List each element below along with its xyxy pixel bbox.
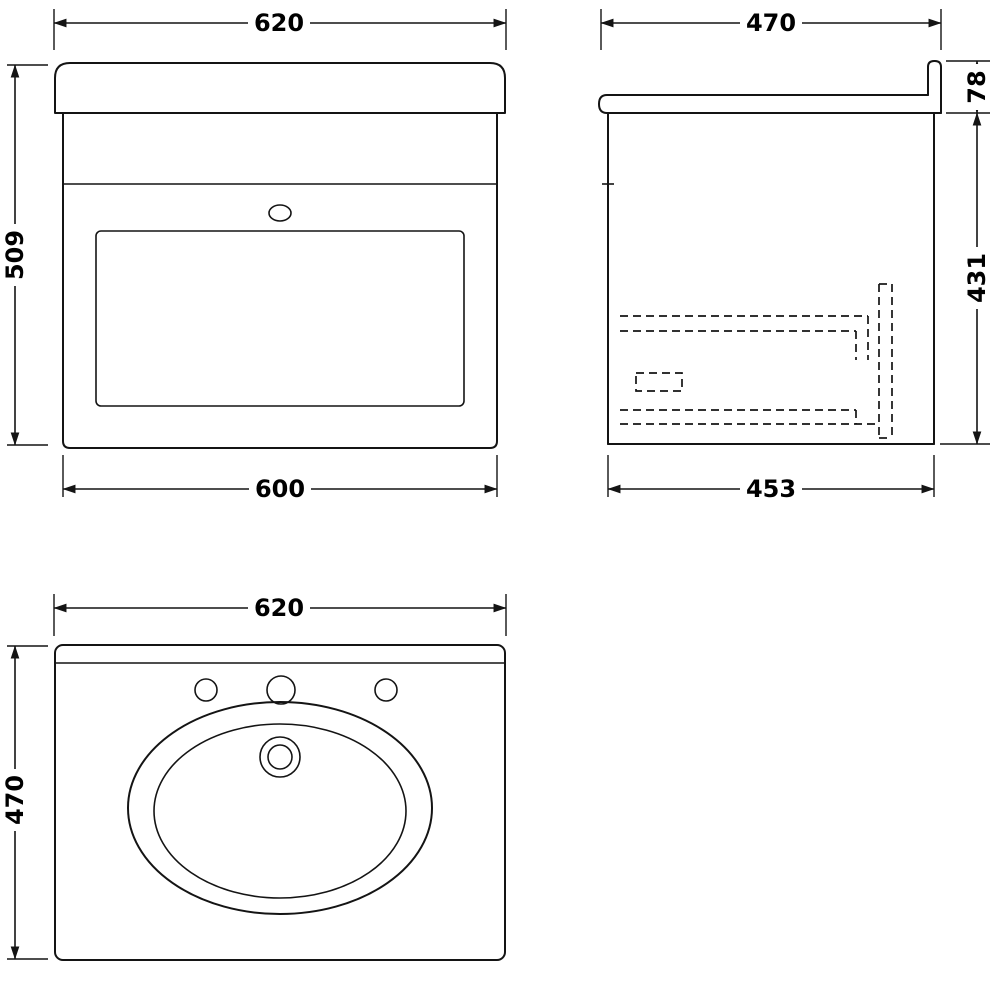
side-bottom-depth-value: 453: [746, 475, 796, 503]
drawer-handle-icon: [268, 204, 292, 222]
tap-holes: [194, 675, 398, 705]
label-mask: [963, 247, 991, 309]
label-mask: [248, 594, 310, 622]
plan-depth-value: 470: [1, 775, 29, 825]
dimension-label: 453: [740, 475, 802, 503]
front-top-width-value: 620: [254, 9, 304, 37]
dimension-label: 509: [1, 224, 29, 286]
side-top-depth-dimension: 470: [600, 9, 942, 50]
tap-hole-right: [374, 678, 398, 702]
label-mask: [1, 769, 29, 831]
basin-outer-rim: [127, 701, 433, 915]
dimension-label: 620: [248, 594, 310, 622]
dimension-label: 470: [740, 9, 802, 37]
hidden-catch: [635, 372, 683, 392]
plan-view: 620 470: [1, 594, 507, 961]
plan-worktop-outline: [54, 644, 506, 961]
side-worktop: [598, 94, 942, 114]
drawer-runner-hidden-lines: [620, 283, 893, 439]
tap-hole-left: [194, 678, 218, 702]
label-mask: [740, 475, 802, 503]
dimension-label: 78: [963, 64, 991, 110]
side-body-height-value: 431: [963, 253, 991, 303]
overflow-inner: [267, 744, 293, 770]
label-mask: [1, 224, 29, 286]
side-upstand: [927, 60, 942, 114]
front-height-dimension: 509: [1, 64, 48, 446]
side-worktop-height-value: 78: [963, 70, 991, 103]
plan-width-dimension: 620: [53, 594, 507, 636]
side-top-depth-value: 470: [746, 9, 796, 37]
side-bottom-depth-dimension: 453: [607, 455, 935, 503]
dimension-label: 600: [249, 475, 311, 503]
front-worktop: [54, 62, 506, 114]
side-worktop-height-dimension: 78: [946, 60, 991, 114]
plan-depth-dimension: 470: [1, 645, 48, 960]
label-mask: [249, 475, 311, 503]
front-bottom-width-value: 600: [255, 475, 305, 503]
side-body-height-dimension: 431: [940, 112, 991, 445]
basin-inner-bowl: [153, 723, 407, 899]
overflow-outer: [259, 736, 301, 778]
plan-width-value: 620: [254, 594, 304, 622]
label-mask: [740, 9, 802, 37]
dimension-label: 620: [248, 9, 310, 37]
front-height-value: 509: [1, 230, 29, 280]
front-cabinet-outline: [62, 112, 498, 449]
label-mask: [963, 64, 991, 110]
label-mask: [248, 9, 310, 37]
dimension-label: 431: [963, 247, 991, 309]
front-bottom-width-dimension: 600: [62, 455, 498, 503]
front-drawer-panel: [95, 230, 465, 407]
front-top-width-dimension: 620: [53, 9, 507, 50]
side-view: 470: [598, 9, 991, 503]
dimension-label: 470: [1, 769, 29, 831]
tap-hole-center: [266, 675, 296, 705]
front-view: 620 509 600: [1, 9, 507, 503]
